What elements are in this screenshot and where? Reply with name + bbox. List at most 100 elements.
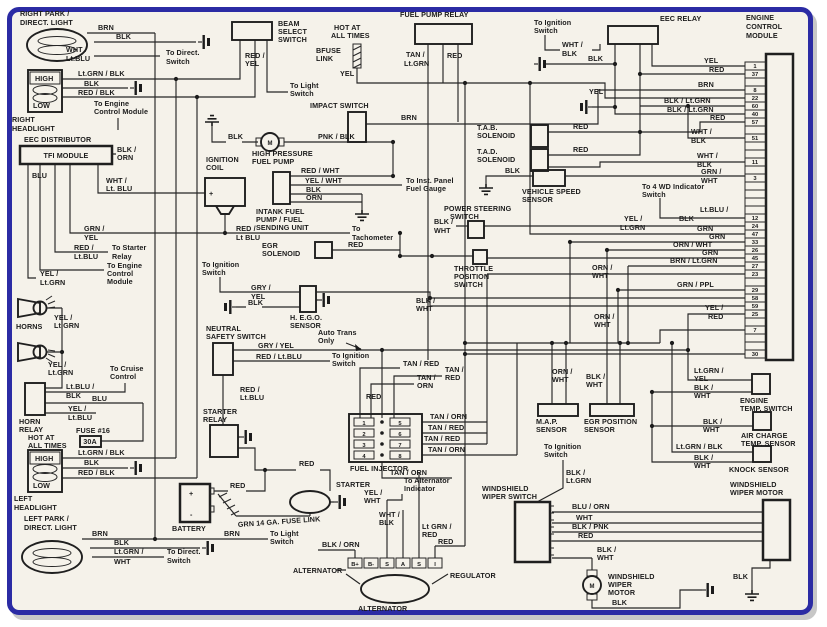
power-steering-switch: POWER STEERING SWITCH BLK / WHT (434, 204, 512, 239)
alternator: B+ B- S A S I ALTERNATOR ALTERNATOR REGU… (293, 476, 496, 613)
note: To 4 WD Indicator (642, 182, 704, 191)
wire-label: BLK (84, 458, 100, 467)
windshield-wiper-motor-small: M WINDSHIELD WIPER MOTOR BLK (582, 569, 654, 607)
wire-label: YEL / (705, 303, 723, 312)
wire-label: BRN (98, 23, 114, 32)
wire-label: Lt.BLU (74, 252, 98, 261)
ecm-pin: 7 (753, 328, 756, 334)
component-title: H. E.G.O. (290, 313, 322, 322)
ecm-pin: 29 (752, 288, 759, 294)
component-title: IGNITION (206, 155, 239, 164)
component-title: WIPER MOTOR (730, 488, 784, 497)
battery-plus: + (189, 489, 193, 498)
wire-label: RED / WHT (301, 166, 340, 175)
component-title: MODULE (746, 31, 778, 40)
component-title: MOTOR (608, 588, 636, 597)
wire-label: YEL (245, 59, 260, 68)
fuel-pump-relay: FUEL PUMP RELAY TAN / Lt.GRN RED (400, 10, 473, 68)
wire-label: Lt.GRN / BLK (676, 442, 723, 451)
ground-icon (317, 292, 331, 308)
wire-label: BLK (248, 298, 264, 307)
lamp-filament (37, 45, 77, 55)
wire-label: BLK / (566, 468, 585, 477)
wire-label: TAN / (417, 373, 436, 382)
injector-number: 5 (398, 421, 402, 427)
note: HOT AT (334, 23, 361, 32)
ecm-pin-column (744, 61, 767, 359)
ecm-pin: 33 (752, 240, 759, 246)
knock-sensor: Lt.GRN / BLK BLK / WHT KNOCK SENSOR (676, 442, 790, 474)
wire-label: Lt.GRN / (694, 366, 724, 375)
wire-label: RED (348, 240, 363, 249)
component-title: SWITCH (450, 212, 479, 221)
wire-label: BRN / Lt.GRN (670, 256, 718, 265)
component-title: STARTER (203, 407, 238, 416)
wire-label: GRY / YEL (258, 341, 294, 350)
note: Auto Trans (318, 328, 357, 337)
note: Fuel Gauge (406, 184, 446, 193)
eec-relay: EEC RELAY To Ignition Switch WHT / BLK B… (534, 14, 701, 63)
component-title: SOLENOID (477, 131, 515, 140)
wire-label: Lt GRN / (422, 522, 452, 531)
note: Switch (167, 556, 191, 565)
note: Switch (166, 57, 190, 66)
fuse-link-label: LINK (316, 54, 334, 63)
component-title: THROTTLE (454, 264, 493, 273)
ecm-pin: 1 (753, 64, 757, 70)
left-park-light: LEFT PARK / DIRECT. LIGHT BRN BRN To Lig… (21, 514, 299, 574)
component-title: EGR POSITION (584, 417, 637, 426)
wire-label: TAN / ORN (390, 468, 427, 477)
left-headlight: HIGH LOW Lt.GRN / BLK BLK RED / BLK LEFT… (14, 448, 125, 512)
ground-icon (701, 582, 715, 598)
wire-label: BLK / (597, 545, 616, 554)
wire-label: BLK (588, 54, 604, 63)
wire-label: BLK (116, 32, 132, 41)
wire-label: GRN (709, 232, 725, 241)
note: Control (110, 372, 136, 381)
beam-label: HIGH (35, 454, 53, 463)
wire-label: BLK / ORN (322, 540, 360, 549)
component-title: NEUTRAL (206, 324, 242, 333)
wire-label: BLU / ORN (572, 502, 610, 511)
wire-label: WHT (694, 461, 711, 470)
wire-label: BLK (691, 136, 707, 145)
ecm-pin: 40 (752, 112, 758, 118)
starter: RED STARTER (289, 459, 371, 514)
ecm-wire-labels: YEL RED BRN YEL BLK / Lt.GRN BLK / Lt.GR… (589, 56, 728, 321)
terminal-label: I (434, 562, 436, 568)
ground-icon (239, 429, 253, 445)
ecm-pin: 3 (753, 176, 757, 182)
wire-label: RED (445, 373, 460, 382)
wire-label: BLK / Lt.GRN (667, 105, 714, 114)
wire-label: ORN (117, 153, 133, 162)
component-title: KNOCK SENSOR (729, 465, 790, 474)
ecm-pin: 22 (752, 96, 758, 102)
component-title: HEADLIGHT (12, 124, 55, 133)
wire-label: BLK (733, 572, 749, 581)
wire-label: BLK / (694, 383, 713, 392)
wire-label: BLK (697, 160, 713, 169)
motor-m: M (268, 141, 273, 147)
wire-label: WHT (597, 553, 614, 562)
ecm-pin: 8 (753, 88, 757, 94)
vehicle-speed-sensor: BLK VEHICLE SPEED SENSOR (505, 166, 581, 204)
note: To (352, 224, 361, 233)
junction-dots (59, 61, 691, 542)
ground-icon (579, 99, 593, 115)
component-title: SENSOR (584, 425, 616, 434)
component-title: COIL (206, 163, 224, 172)
wire-label: ORN (417, 381, 433, 390)
wire-label: WHT / (697, 151, 718, 160)
wire-label: Lt.GRN (404, 59, 429, 68)
right-park-title: RIGHT PARK / (20, 9, 69, 18)
component-title: SOLENOID (262, 249, 300, 258)
component-title: T.A.B. (477, 123, 498, 132)
wire-label: Lt.GRN / (114, 547, 144, 556)
wire-label: WHT / (562, 40, 583, 49)
wire-label: BLK / (694, 453, 713, 462)
ground-icon (533, 56, 547, 72)
right-park-light: RIGHT PARK / DIRECT. LIGHT BRN BLK WHT /… (20, 9, 200, 66)
motor-m: M (590, 584, 595, 590)
wire-label: BLK / (117, 145, 136, 154)
note: ALL TIMES (28, 441, 67, 450)
